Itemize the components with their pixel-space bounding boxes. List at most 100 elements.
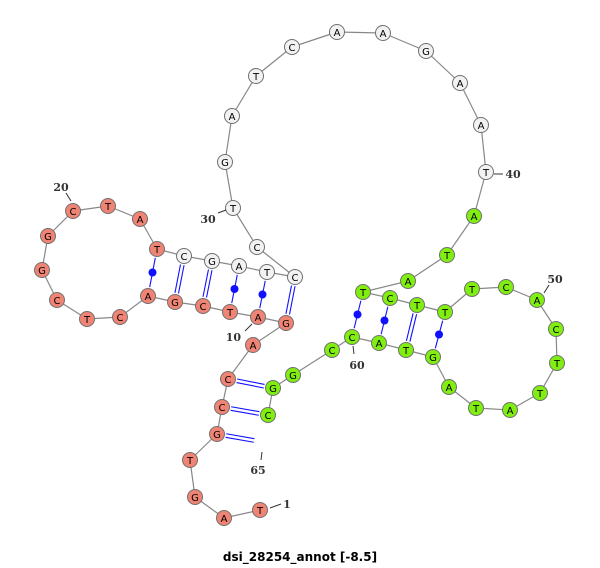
nucleotide-40[interactable]: T xyxy=(478,164,494,180)
nucleotide-51[interactable]: C xyxy=(548,321,564,337)
nucleotide-25[interactable]: G xyxy=(204,253,220,269)
nucleotide-15[interactable]: C xyxy=(112,309,128,325)
nucleotide-42[interactable]: T xyxy=(439,247,455,263)
nucleotide-55[interactable]: T xyxy=(468,400,484,416)
nucleotide-9[interactable]: G xyxy=(278,315,294,331)
nucleotide-letter: G xyxy=(429,353,437,364)
nucleotide-30[interactable]: T xyxy=(225,200,241,216)
nucleotide-63[interactable]: G xyxy=(265,380,281,396)
nucleotide-23[interactable]: T xyxy=(149,241,165,257)
nucleotide-circle xyxy=(278,315,294,331)
nucleotide-letter: T xyxy=(186,456,194,467)
bond-line xyxy=(236,381,264,389)
nucleotide-circle xyxy=(452,75,468,91)
nucleotide-58[interactable]: T xyxy=(398,342,414,358)
nucleotide-letter: C xyxy=(265,411,272,422)
nucleotide-2[interactable]: A xyxy=(216,510,232,526)
bond-line xyxy=(225,436,254,443)
nucleotide-24[interactable]: C xyxy=(176,248,192,264)
nucleotide-3[interactable]: G xyxy=(187,489,203,505)
nucleotide-19[interactable]: G xyxy=(40,228,56,244)
bond-line xyxy=(405,313,414,341)
nucleotide-47[interactable]: T xyxy=(437,304,453,320)
nucleotide-53[interactable]: T xyxy=(532,385,548,401)
index-tick xyxy=(65,192,72,202)
nucleotide-circle xyxy=(34,262,50,278)
nucleotide-33[interactable]: T xyxy=(248,68,264,84)
nucleotide-17[interactable]: C xyxy=(49,292,65,308)
nucleotide-59[interactable]: A xyxy=(371,335,387,351)
nucleotide-5[interactable]: G xyxy=(209,426,225,442)
wobble-dot xyxy=(435,330,443,339)
nucleotide-11[interactable]: T xyxy=(222,304,238,320)
base-pair-46-58 xyxy=(405,313,418,342)
nucleotide-7[interactable]: C xyxy=(220,371,236,387)
nucleotide-4[interactable]: T xyxy=(182,452,198,468)
nucleotide-38[interactable]: A xyxy=(452,75,468,91)
nucleotide-22[interactable]: A xyxy=(132,211,148,227)
nucleotide-46[interactable]: T xyxy=(409,297,425,313)
bond-line xyxy=(177,265,185,294)
nucleotide-circle xyxy=(549,355,565,371)
nucleotide-62[interactable]: G xyxy=(285,367,301,383)
nucleotide-circle xyxy=(324,342,340,358)
nucleotide-20[interactable]: C xyxy=(65,203,81,219)
nucleotide-26[interactable]: A xyxy=(231,258,247,274)
nucleotide-circle xyxy=(222,304,238,320)
nucleotide-circle xyxy=(529,292,545,308)
nucleotide-34[interactable]: C xyxy=(284,39,300,55)
nucleotide-43[interactable]: A xyxy=(400,273,416,289)
nucleotide-6[interactable]: C xyxy=(214,399,230,415)
nucleotide-29[interactable]: C xyxy=(249,239,265,255)
nucleotide-1[interactable]: T xyxy=(252,502,268,518)
nucleotide-36[interactable]: A xyxy=(375,25,391,41)
nucleotide-12[interactable]: C xyxy=(195,298,211,314)
nucleotide-56[interactable]: A xyxy=(441,379,457,395)
nucleotide-64[interactable]: C xyxy=(260,407,276,423)
base-pair-6-64 xyxy=(230,406,260,416)
nucleotide-10[interactable]: A xyxy=(250,309,266,325)
nucleotide-41[interactable]: A xyxy=(466,208,482,224)
index-tick xyxy=(244,323,253,332)
nucleotide-letter: A xyxy=(229,112,236,123)
nucleotide-circle xyxy=(285,367,301,383)
nucleotide-letter: T xyxy=(536,389,544,400)
index-label-60: 60 xyxy=(349,345,365,372)
base-pair-10-27 xyxy=(258,280,267,309)
nucleotide-circle xyxy=(216,510,232,526)
nucleotide-28[interactable]: C xyxy=(287,269,303,285)
nucleotide-circle xyxy=(468,400,484,416)
nucleotide-60[interactable]: C xyxy=(344,329,360,345)
nucleotide-letter: T xyxy=(472,404,480,415)
nucleotide-31[interactable]: G xyxy=(217,154,233,170)
nucleotide-45[interactable]: C xyxy=(382,290,398,306)
nucleotide-57[interactable]: G xyxy=(425,349,441,365)
nucleotide-37[interactable]: G xyxy=(418,43,434,59)
nucleotide-16[interactable]: T xyxy=(79,311,95,327)
nucleotide-44[interactable]: T xyxy=(355,284,371,300)
index-tick xyxy=(352,345,355,355)
nucleotide-circle xyxy=(502,402,518,418)
nucleotide-18[interactable]: G xyxy=(34,262,50,278)
nucleotide-61[interactable]: C xyxy=(324,342,340,358)
nucleotide-49[interactable]: C xyxy=(498,279,514,295)
nucleotide-8[interactable]: A xyxy=(245,337,261,353)
nucleotide-54[interactable]: A xyxy=(502,402,518,418)
nucleotide-13[interactable]: G xyxy=(167,294,183,310)
index-number: 40 xyxy=(505,168,521,181)
nucleotide-35[interactable]: A xyxy=(329,24,345,40)
nucleotide-circle xyxy=(112,309,128,325)
nucleotide-48[interactable]: T xyxy=(464,281,480,297)
nucleotide-letter: C xyxy=(200,302,207,313)
nucleotide-52[interactable]: T xyxy=(549,355,565,371)
nucleotide-32[interactable]: A xyxy=(224,108,240,124)
nucleotide-circle xyxy=(140,288,156,304)
nucleotide-39[interactable]: A xyxy=(473,117,489,133)
nucleotide-letter: C xyxy=(349,333,356,344)
nucleotide-21[interactable]: T xyxy=(100,198,116,214)
nucleotide-50[interactable]: A xyxy=(529,292,545,308)
nucleotide-letter: A xyxy=(221,514,228,525)
nucleotide-27[interactable]: T xyxy=(259,264,275,280)
nucleotide-letter: A xyxy=(145,292,152,303)
nucleotide-14[interactable]: A xyxy=(140,288,156,304)
